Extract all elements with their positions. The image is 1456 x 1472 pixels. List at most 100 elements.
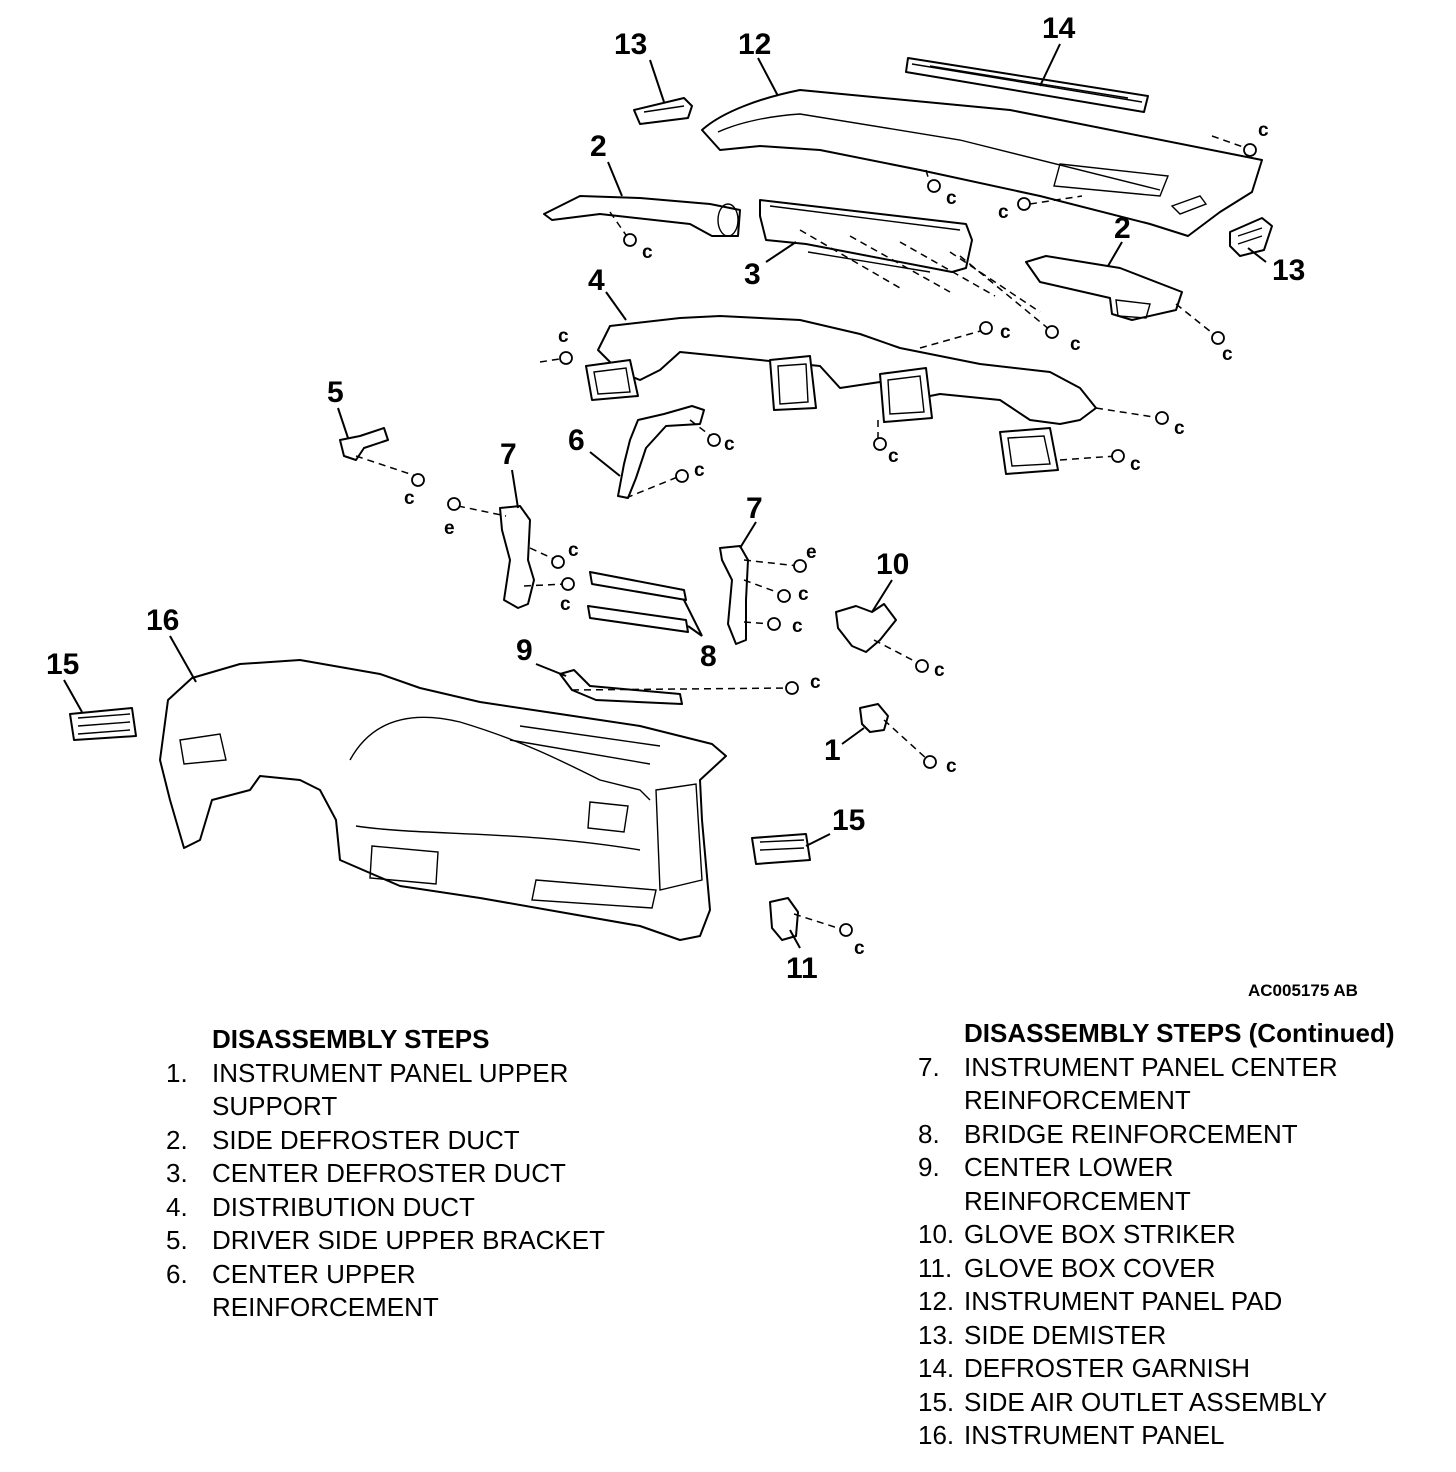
part-14-defroster-garnish bbox=[905, 57, 1149, 113]
step-text: SIDE DEFROSTER DUCT bbox=[212, 1124, 520, 1155]
fastener-c-label: c bbox=[1000, 322, 1011, 343]
callout-7: 7 bbox=[500, 438, 517, 471]
step-text: CENTER UPPER REINFORCEMENT bbox=[212, 1258, 439, 1323]
part-1-instrument-panel-upper-support bbox=[859, 703, 889, 733]
step-text: DEFROSTER GARNISH bbox=[964, 1353, 1251, 1383]
step-number: 10. bbox=[918, 1219, 955, 1249]
callout-2: 2 bbox=[590, 130, 607, 163]
part-4-distribution-duct bbox=[585, 315, 1097, 475]
step-number: 1. bbox=[166, 1057, 188, 1088]
part-5-driver-side-upper-bracket bbox=[339, 427, 389, 461]
fastener-c-label: c bbox=[1070, 334, 1081, 355]
part-3-center-defroster-duct bbox=[759, 199, 973, 273]
step-text: INSTRUMENT PANEL CENTER REINFORCEMENT bbox=[964, 1051, 1338, 1116]
part-8-bridge-reinforcement bbox=[587, 571, 689, 633]
fastener-c-label: c bbox=[1174, 418, 1185, 439]
fastener-leader-lines bbox=[355, 135, 1247, 931]
step-number: 9. bbox=[918, 1152, 940, 1182]
callout-10: 10 bbox=[876, 548, 909, 581]
callout-6: 6 bbox=[568, 424, 585, 457]
steps-heading: DISASSEMBLY STEPS (Continued) bbox=[964, 1018, 1395, 1048]
step-item: 9. CENTER LOWER REINFORCEMENT bbox=[918, 1151, 1438, 1218]
step-item: 3. CENTER DEFROSTER DUCT bbox=[166, 1157, 686, 1191]
step-text: BRIDGE REINFORCEMENT bbox=[964, 1118, 1298, 1149]
callout-15: 15 bbox=[46, 648, 79, 681]
step-item: 10. GLOVE BOX STRIKER bbox=[918, 1218, 1438, 1252]
fastener-c-label: c bbox=[998, 202, 1009, 223]
callout-9: 9 bbox=[516, 634, 533, 667]
figure-code: AC005175 AB bbox=[1248, 981, 1358, 1000]
step-item: 5. DRIVER SIDE UPPER BRACKET bbox=[166, 1224, 686, 1258]
step-number: 4. bbox=[166, 1191, 188, 1222]
step-item: 11. GLOVE BOX COVER bbox=[918, 1252, 1438, 1286]
step-number: 6. bbox=[166, 1258, 188, 1289]
step-number: 5. bbox=[166, 1225, 188, 1255]
fastener-c-label: c bbox=[642, 242, 653, 263]
callout-leader-lines bbox=[63, 43, 1267, 949]
step-item: 4. DISTRIBUTION DUCT bbox=[166, 1191, 686, 1225]
step-text: SIDE AIR OUTLET ASSEMBLY bbox=[964, 1386, 1328, 1417]
callout-5: 5 bbox=[327, 376, 344, 409]
part-12-instrument-panel-pad bbox=[701, 89, 1263, 237]
step-number: 3. bbox=[166, 1158, 188, 1188]
fastener-screws bbox=[411, 143, 1257, 937]
step-number: 2. bbox=[166, 1124, 188, 1155]
disassembly-steps-left: DISASSEMBLY STEPS 1. INSTRUMENT PANEL UP… bbox=[166, 1023, 686, 1325]
step-item: 14. DEFROSTER GARNISH bbox=[918, 1352, 1438, 1386]
step-number: 15. bbox=[918, 1386, 955, 1417]
part-13-side-demister-right bbox=[1229, 217, 1273, 257]
fastener-c-label: c bbox=[1222, 344, 1233, 365]
callout-13: 13 bbox=[614, 28, 647, 61]
callout-12: 12 bbox=[738, 28, 771, 61]
step-text: INSTRUMENT PANEL PAD bbox=[964, 1286, 1283, 1316]
callout-4: 4 bbox=[588, 264, 605, 297]
step-item: 12. INSTRUMENT PANEL PAD bbox=[918, 1285, 1438, 1319]
fastener-c-label: c bbox=[798, 584, 809, 605]
step-number: 13. bbox=[918, 1319, 955, 1350]
fastener-type-labels: c c c c c c c c c c c c c c e c c e c c … bbox=[404, 120, 1269, 959]
fastener-c-label: c bbox=[1130, 454, 1141, 475]
step-text: SIDE DEMISTER bbox=[964, 1319, 1167, 1350]
step-item: 15. SIDE AIR OUTLET ASSEMBLY bbox=[918, 1386, 1438, 1420]
step-item: 2. SIDE DEFROSTER DUCT bbox=[166, 1124, 686, 1158]
fastener-c-label: c bbox=[404, 488, 415, 509]
step-text: DISTRIBUTION DUCT bbox=[212, 1191, 475, 1222]
step-item: 1. INSTRUMENT PANEL UPPER SUPPORT bbox=[166, 1057, 686, 1124]
step-number: 11. bbox=[918, 1252, 953, 1283]
steps-heading: DISASSEMBLY STEPS bbox=[212, 1024, 490, 1054]
part-13-side-demister-left bbox=[633, 97, 693, 125]
step-text: GLOVE BOX STRIKER bbox=[964, 1219, 1236, 1249]
callout-16: 16 bbox=[146, 604, 179, 637]
callout-3: 3 bbox=[744, 258, 761, 291]
step-item: 6. CENTER UPPER REINFORCEMENT bbox=[166, 1258, 686, 1325]
fastener-c-label: c bbox=[568, 540, 579, 561]
callout-2: 2 bbox=[1114, 212, 1131, 245]
part-6-center-upper-reinforcement bbox=[617, 405, 705, 499]
step-number: 14. bbox=[918, 1353, 955, 1383]
fastener-c-label: c bbox=[946, 188, 957, 209]
fastener-c-label: c bbox=[854, 938, 865, 959]
step-text: INSTRUMENT PANEL bbox=[964, 1420, 1225, 1450]
callout-13: 13 bbox=[1272, 254, 1305, 287]
fastener-c-label: c bbox=[946, 756, 957, 777]
exploded-parts-diagram: 1 2 2 3 4 5 6 7 7 8 9 10 11 12 13 13 14 … bbox=[46, 12, 1358, 1000]
fastener-e-label: e bbox=[444, 518, 455, 539]
callout-14: 14 bbox=[1042, 12, 1076, 45]
part-11-glove-box-cover bbox=[769, 897, 799, 941]
step-number: 8. bbox=[918, 1118, 940, 1149]
part-7-center-reinforcement-right bbox=[719, 545, 749, 645]
fastener-c-label: c bbox=[724, 434, 735, 455]
fastener-c-label: c bbox=[560, 594, 571, 615]
fastener-c-label: c bbox=[810, 672, 821, 693]
fastener-c-label: c bbox=[792, 616, 803, 637]
callout-15: 15 bbox=[832, 804, 865, 837]
step-item: 13. SIDE DEMISTER bbox=[918, 1319, 1438, 1353]
step-text: CENTER DEFROSTER DUCT bbox=[212, 1158, 566, 1188]
step-number: 16. bbox=[918, 1420, 955, 1450]
step-item: 16. INSTRUMENT PANEL bbox=[918, 1419, 1438, 1453]
step-text: GLOVE BOX COVER bbox=[964, 1252, 1216, 1283]
part-9-center-lower-reinforcement bbox=[559, 669, 683, 705]
callout-numbers: 1 2 2 3 4 5 6 7 7 8 9 10 11 12 13 13 14 … bbox=[46, 12, 1305, 985]
step-item: 7. INSTRUMENT PANEL CENTER REINFORCEMENT bbox=[918, 1051, 1438, 1118]
fastener-c-label: c bbox=[888, 446, 899, 467]
